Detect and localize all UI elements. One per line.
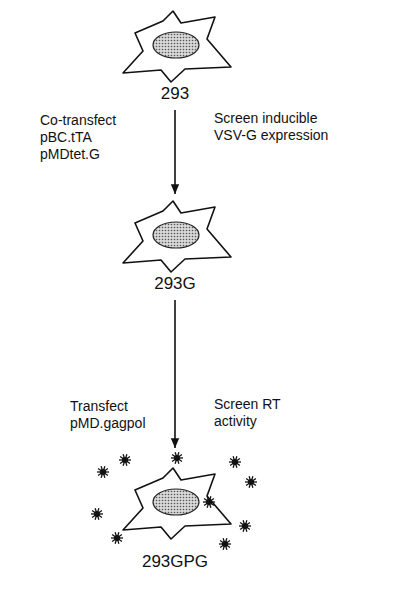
cell-node: 293GPG xyxy=(85,452,265,572)
step-annotation: Screen inducible VSV-G expression xyxy=(214,110,338,144)
virus-particle xyxy=(91,508,103,519)
arrow-head xyxy=(171,184,179,194)
cell-nucleus xyxy=(153,489,199,515)
cell-line-name: 293 xyxy=(110,84,240,104)
virus-particle xyxy=(229,456,241,467)
cell-outline xyxy=(123,11,231,82)
arrow-head xyxy=(171,438,179,448)
step-annotation: Transfect pMD.gagpol xyxy=(70,398,162,432)
arrow-connector xyxy=(171,110,179,194)
virus-particle xyxy=(203,496,215,507)
cell-illustration xyxy=(110,8,240,84)
cell-illustration xyxy=(85,452,265,552)
cell-node: 293G xyxy=(110,198,240,294)
arrow-connector xyxy=(171,300,179,448)
cell-nucleus xyxy=(153,32,199,58)
cell-node: 293 xyxy=(110,8,240,104)
virus-particle xyxy=(219,538,231,549)
virus-particle xyxy=(171,452,183,463)
cell-outline xyxy=(123,201,231,272)
virus-particle xyxy=(97,466,109,477)
cell-line-name: 293G xyxy=(110,274,240,294)
cell-nucleus xyxy=(153,222,199,248)
virus-particle xyxy=(119,454,131,465)
step-annotation: Co-transfect pBC.tTA pMDtet.G xyxy=(40,112,136,163)
virus-particle xyxy=(245,476,257,487)
virus-particle xyxy=(239,520,251,531)
cell-outline xyxy=(123,468,231,539)
virus-particle xyxy=(111,532,123,543)
cell-illustration xyxy=(110,198,240,274)
cell-line-name: 293GPG xyxy=(85,552,265,572)
step-annotation: Screen RT activity xyxy=(214,396,286,430)
